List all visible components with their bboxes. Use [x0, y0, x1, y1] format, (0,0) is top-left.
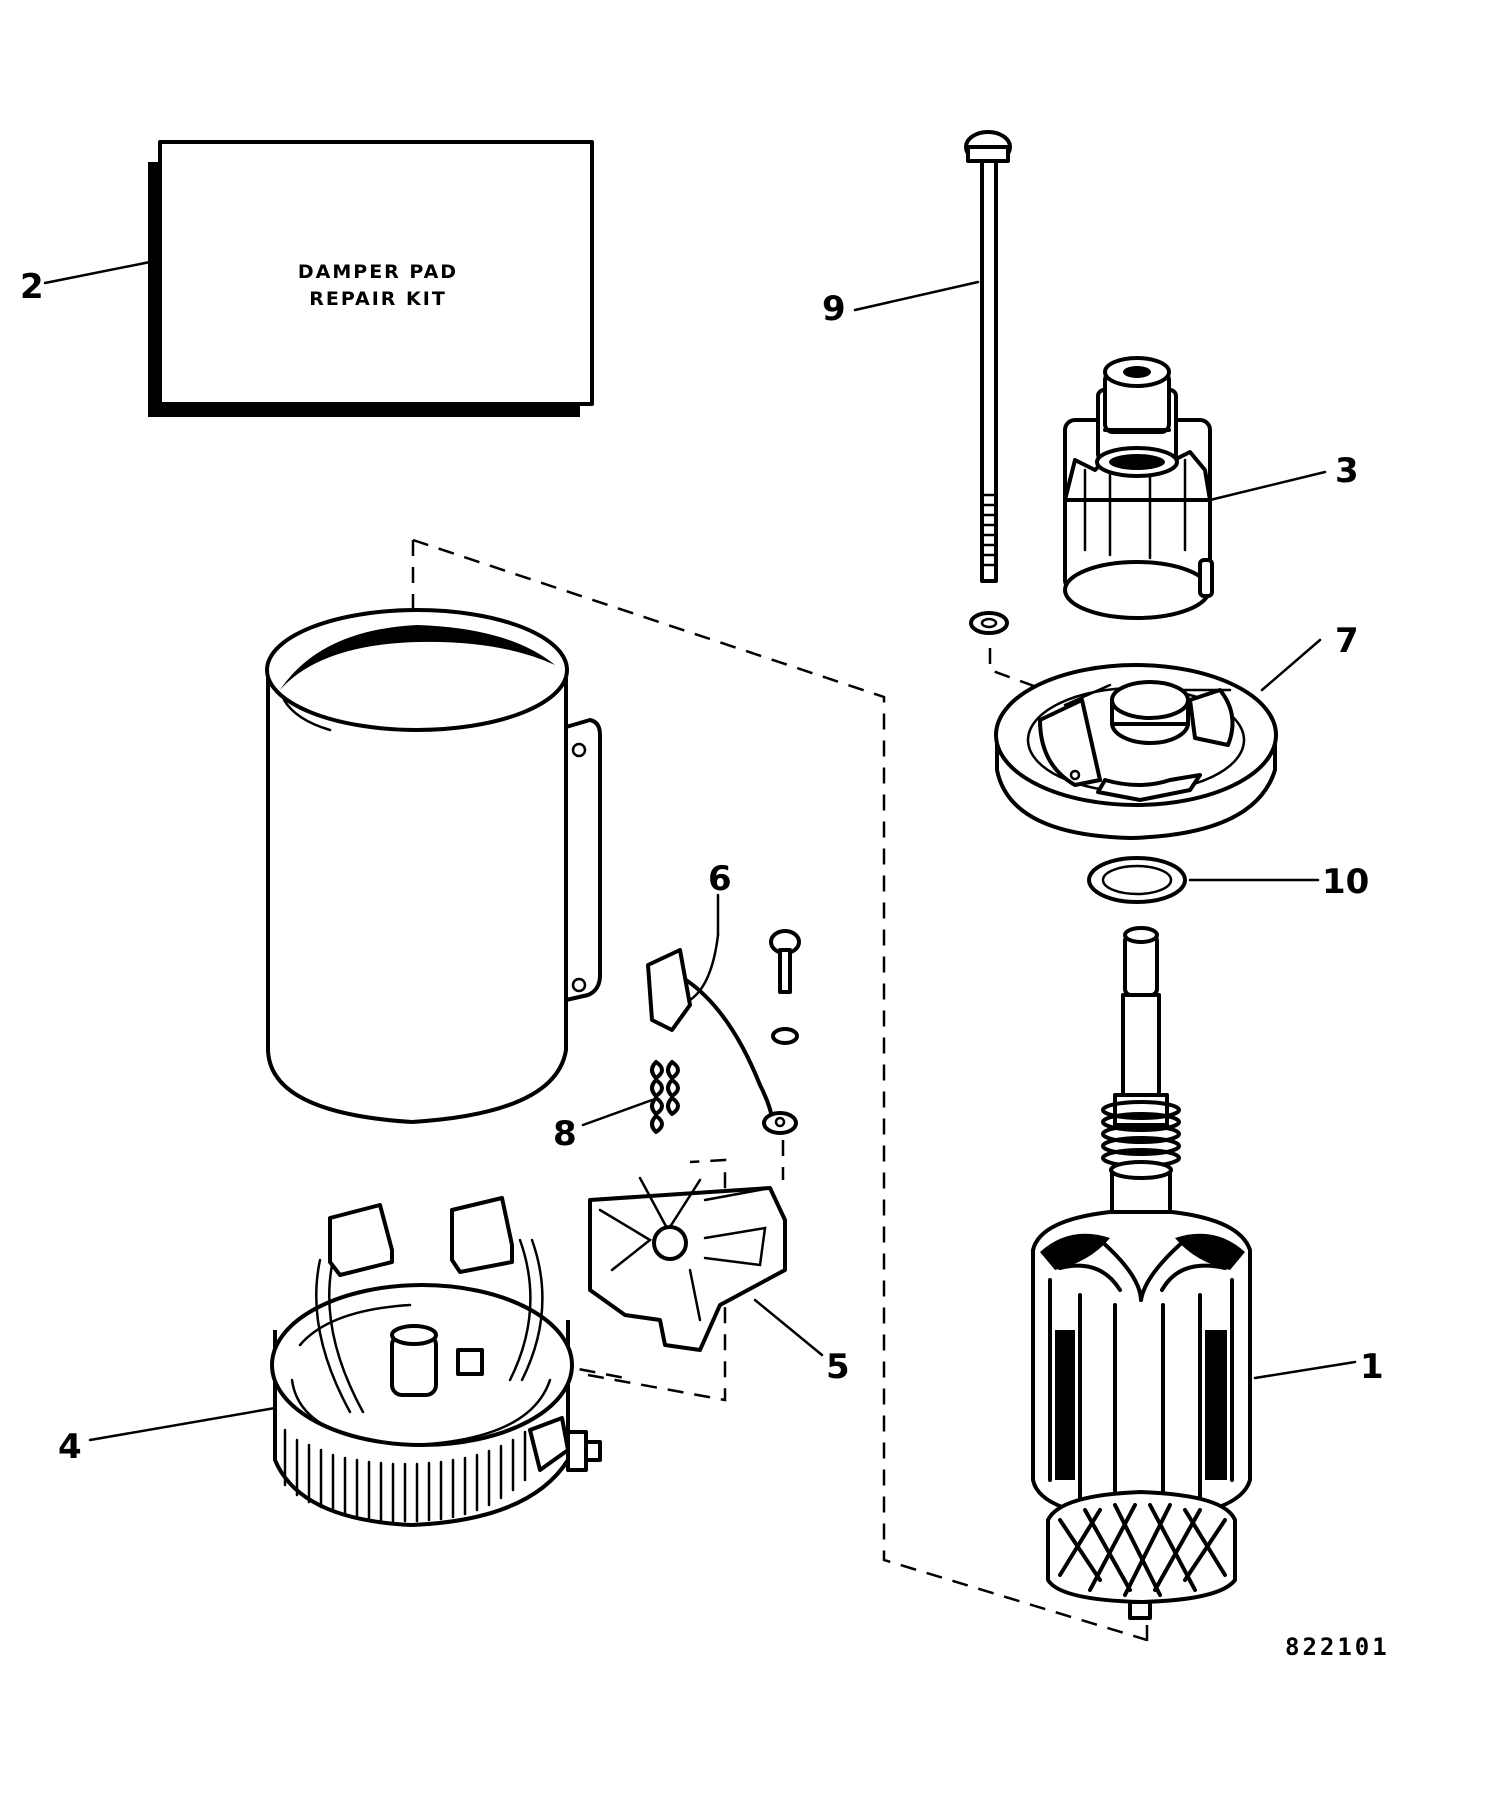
drawing-number: 822101 [1285, 1633, 1390, 1661]
callout-labels: 2 9 3 7 10 6 8 5 4 1 822101 [20, 267, 1390, 1661]
callout-6: 6 [708, 859, 732, 899]
ground-lead-assembly [646, 929, 801, 1135]
kit-label-line2: REPAIR KIT [309, 288, 447, 310]
callout-10: 10 [1322, 862, 1369, 902]
callout-4: 4 [58, 1427, 82, 1467]
kit-label-line1: DAMPER PAD [298, 261, 458, 283]
thrust-washer [1087, 856, 1187, 904]
drive-assembly [1063, 356, 1214, 620]
commutator-end-cap [270, 1196, 602, 1527]
brush-plate [588, 1176, 787, 1352]
callout-1: 1 [1360, 1347, 1384, 1387]
armature [1031, 926, 1252, 1620]
callout-5: 5 [826, 1347, 850, 1387]
callout-9: 9 [822, 289, 846, 329]
damper-pad-repair-kit: DAMPER PAD REPAIR KIT [148, 140, 594, 417]
callout-2: 2 [20, 267, 44, 307]
callout-8: 8 [553, 1114, 577, 1154]
frame-housing [265, 608, 602, 1124]
leader-lines [43, 260, 1357, 1442]
drive-end-head [994, 663, 1278, 840]
callout-3: 3 [1335, 451, 1359, 491]
callout-7: 7 [1335, 621, 1359, 661]
thru-bolt [964, 130, 1012, 635]
brush-spring [650, 1060, 680, 1134]
